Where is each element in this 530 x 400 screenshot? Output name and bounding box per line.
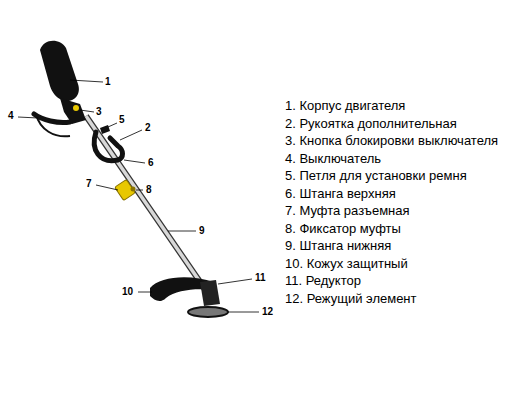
motor-housing xyxy=(40,41,79,101)
cable xyxy=(36,114,70,136)
part-key-line: 10. Кожух защитный xyxy=(285,256,408,272)
part-key-line: 3. Кнопка блокировки выключателя xyxy=(285,133,498,149)
shaft xyxy=(86,116,207,292)
coupling-lock xyxy=(131,187,136,192)
callout-number: 2 xyxy=(145,122,151,134)
blade xyxy=(188,307,228,317)
part-key-line: 1. Корпус двигателя xyxy=(285,98,405,114)
part-key-line: 4. Выключатель xyxy=(285,151,381,167)
callout-number: 1 xyxy=(105,76,111,88)
leader-lines xyxy=(18,80,259,312)
callout-number: 10 xyxy=(122,286,133,298)
part-key-line: 9. Штанга нижняя xyxy=(285,238,391,254)
part-key-line: 6. Штанга верхняя xyxy=(285,186,396,202)
part-key-line: 5. Петля для установки ремня xyxy=(285,168,467,184)
callout-number: 7 xyxy=(86,178,92,190)
gearbox xyxy=(200,280,220,306)
callout-number: 3 xyxy=(96,106,102,118)
callout-number: 8 xyxy=(146,184,152,196)
lock-button xyxy=(73,105,79,111)
part-key-line: 11. Редуктор xyxy=(285,273,361,289)
front-handle xyxy=(94,132,122,161)
callout-number: 12 xyxy=(262,306,273,318)
part-key-line: 7. Муфта разъемная xyxy=(285,203,410,219)
callout-number: 9 xyxy=(199,225,205,237)
callout-number: 4 xyxy=(8,110,14,122)
part-key-line: 8. Фиксатор муфты xyxy=(285,221,401,237)
part-key-line: 2. Рукоятка дополнительная xyxy=(285,116,457,132)
callout-number: 11 xyxy=(255,272,266,284)
callout-number: 6 xyxy=(148,157,154,169)
callout-number: 5 xyxy=(119,114,125,126)
part-key-line: 12. Режущий элемент xyxy=(285,291,417,307)
shaft-outline xyxy=(86,116,207,292)
